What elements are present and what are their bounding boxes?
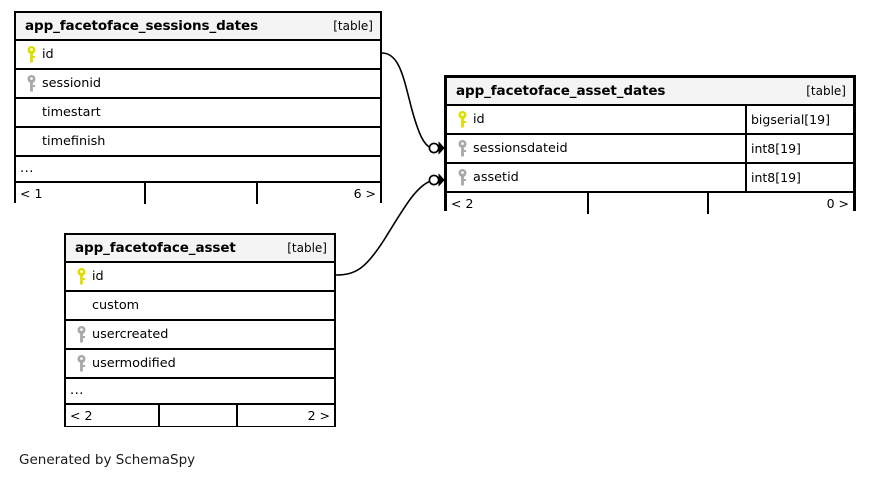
column-name: id (42, 47, 54, 62)
column-cell: usercreated (66, 321, 334, 348)
column-cell: ... (66, 379, 334, 403)
table-node-app_facetoface_asset[interactable]: app_facetoface_asset [table] id cu (64, 233, 336, 427)
table-kind-label: [table] (287, 241, 327, 255)
footer-middle (587, 193, 709, 214)
table-row[interactable]: custom (66, 292, 334, 321)
table-row[interactable]: sessionid (16, 70, 380, 99)
column-cell: assetid (447, 164, 745, 191)
foreign-key-icon (22, 75, 40, 92)
foreign-key-icon (453, 140, 471, 157)
table-row[interactable]: timefinish (16, 128, 380, 157)
footer-children-count[interactable]: 0 > (826, 196, 849, 211)
column-cell: custom (66, 292, 334, 319)
foreign-key-icon (72, 326, 90, 343)
column-cell: timefinish (16, 128, 380, 155)
column-cell: id (16, 41, 380, 68)
table-footer: < 1 6 > (16, 183, 380, 204)
table-title: app_facetoface_sessions_dates (25, 18, 259, 34)
table-footer: < 2 2 > (66, 405, 334, 426)
table-row[interactable]: id bigserial[19] (447, 106, 853, 135)
table-title: app_facetoface_asset (75, 240, 236, 256)
footer-children-count[interactable]: 2 > (307, 408, 330, 423)
footer-children-count[interactable]: 6 > (353, 186, 376, 201)
footer-parents-count[interactable]: < 2 (451, 196, 474, 211)
table-row[interactable]: id (66, 263, 334, 292)
column-name: sessionid (42, 76, 102, 91)
table-header: app_facetoface_asset_dates [table] (447, 78, 853, 106)
foreign-key-icon (72, 355, 90, 372)
ellipsis-label: ... (20, 161, 34, 176)
column-name: id (473, 112, 485, 127)
table-row[interactable]: sessionsdateid int8[19] (447, 135, 853, 164)
column-name: usercreated (92, 327, 169, 342)
footer-middle (144, 183, 258, 204)
ellipsis-label: ... (70, 383, 84, 398)
relationship-sessionsdateid (381, 52, 445, 155)
column-name: assetid (473, 170, 519, 185)
table-row[interactable]: assetid int8[19] (447, 164, 853, 193)
foreign-key-icon (453, 169, 471, 186)
footer-middle (158, 405, 238, 426)
table-header: app_facetoface_asset [table] (66, 235, 334, 263)
table-title: app_facetoface_asset_dates (456, 83, 666, 99)
table-kind-label: [table] (806, 84, 846, 98)
primary-key-icon (453, 111, 471, 128)
primary-key-icon (22, 46, 40, 63)
column-cell: timestart (16, 99, 380, 126)
more-columns-row[interactable]: ... (66, 379, 334, 405)
generated-by-caption: Generated by SchemaSpy (19, 452, 196, 468)
footer-parents-count[interactable]: < 2 (70, 408, 93, 423)
table-node-app_facetoface_sessions_dates[interactable]: app_facetoface_sessions_dates [table] id (14, 11, 382, 204)
footer-parents-count[interactable]: < 1 (20, 186, 43, 201)
column-name: id (92, 269, 104, 284)
table-row[interactable]: usercreated (66, 321, 334, 350)
table-row[interactable]: timestart (16, 99, 380, 128)
column-name: custom (92, 298, 140, 313)
more-columns-row[interactable]: ... (16, 157, 380, 183)
primary-key-icon (72, 268, 90, 285)
column-name: timefinish (42, 134, 106, 149)
table-kind-label: [table] (333, 19, 373, 33)
column-name: sessionsdateid (473, 141, 568, 156)
table-row[interactable]: id (16, 41, 380, 70)
column-cell: id (66, 263, 334, 290)
column-type: int8[19] (745, 135, 853, 162)
column-name: usermodified (92, 356, 176, 371)
table-footer: < 2 0 > (447, 193, 853, 214)
cardinality-zero-marker (428, 174, 440, 186)
table-row[interactable]: usermodified (66, 350, 334, 379)
column-cell: id (447, 106, 745, 133)
relationship-line (381, 52, 432, 149)
table-header: app_facetoface_sessions_dates [table] (16, 13, 380, 41)
column-cell: ... (16, 157, 380, 181)
column-type: int8[19] (745, 164, 853, 191)
column-type: bigserial[19] (745, 106, 853, 133)
column-cell: usermodified (66, 350, 334, 377)
column-cell: sessionid (16, 70, 380, 97)
table-node-app_facetoface_asset_dates[interactable]: app_facetoface_asset_dates [table] id bi… (444, 75, 856, 214)
column-name: timestart (42, 105, 101, 120)
cardinality-zero-marker (428, 142, 440, 154)
column-cell: sessionsdateid (447, 135, 745, 162)
